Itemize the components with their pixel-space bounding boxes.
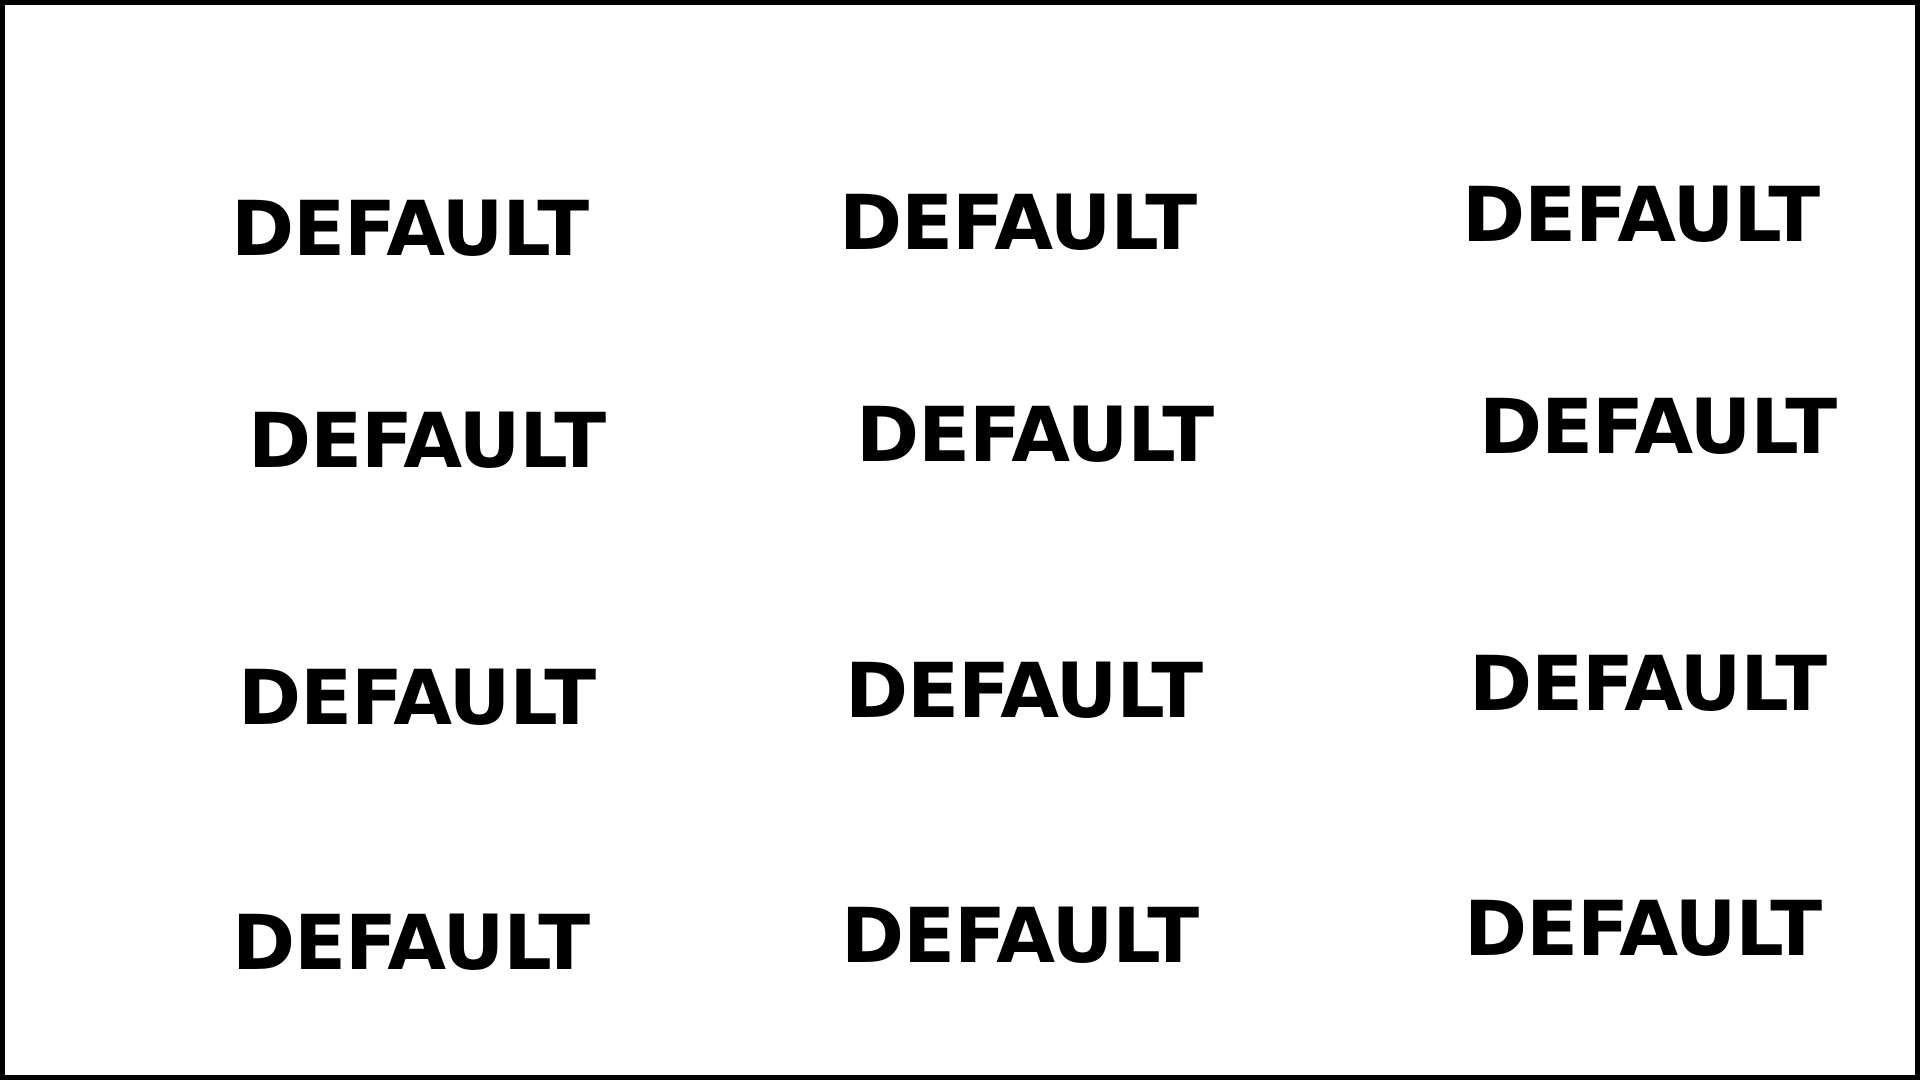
default-label: DEFAULT <box>1479 382 1837 471</box>
default-label: DEFAULT <box>232 898 590 987</box>
default-label: DEFAULT <box>1469 639 1827 728</box>
default-label: DEFAULT <box>841 891 1199 980</box>
default-label: DEFAULT <box>856 390 1214 479</box>
default-label: DEFAULT <box>845 646 1203 735</box>
default-label: DEFAULT <box>248 396 606 485</box>
default-label: DEFAULT <box>231 184 589 273</box>
default-label: DEFAULT <box>1464 884 1822 973</box>
default-label: DEFAULT <box>238 653 596 742</box>
default-label: DEFAULT <box>839 178 1197 267</box>
default-label: DEFAULT <box>1462 170 1820 259</box>
